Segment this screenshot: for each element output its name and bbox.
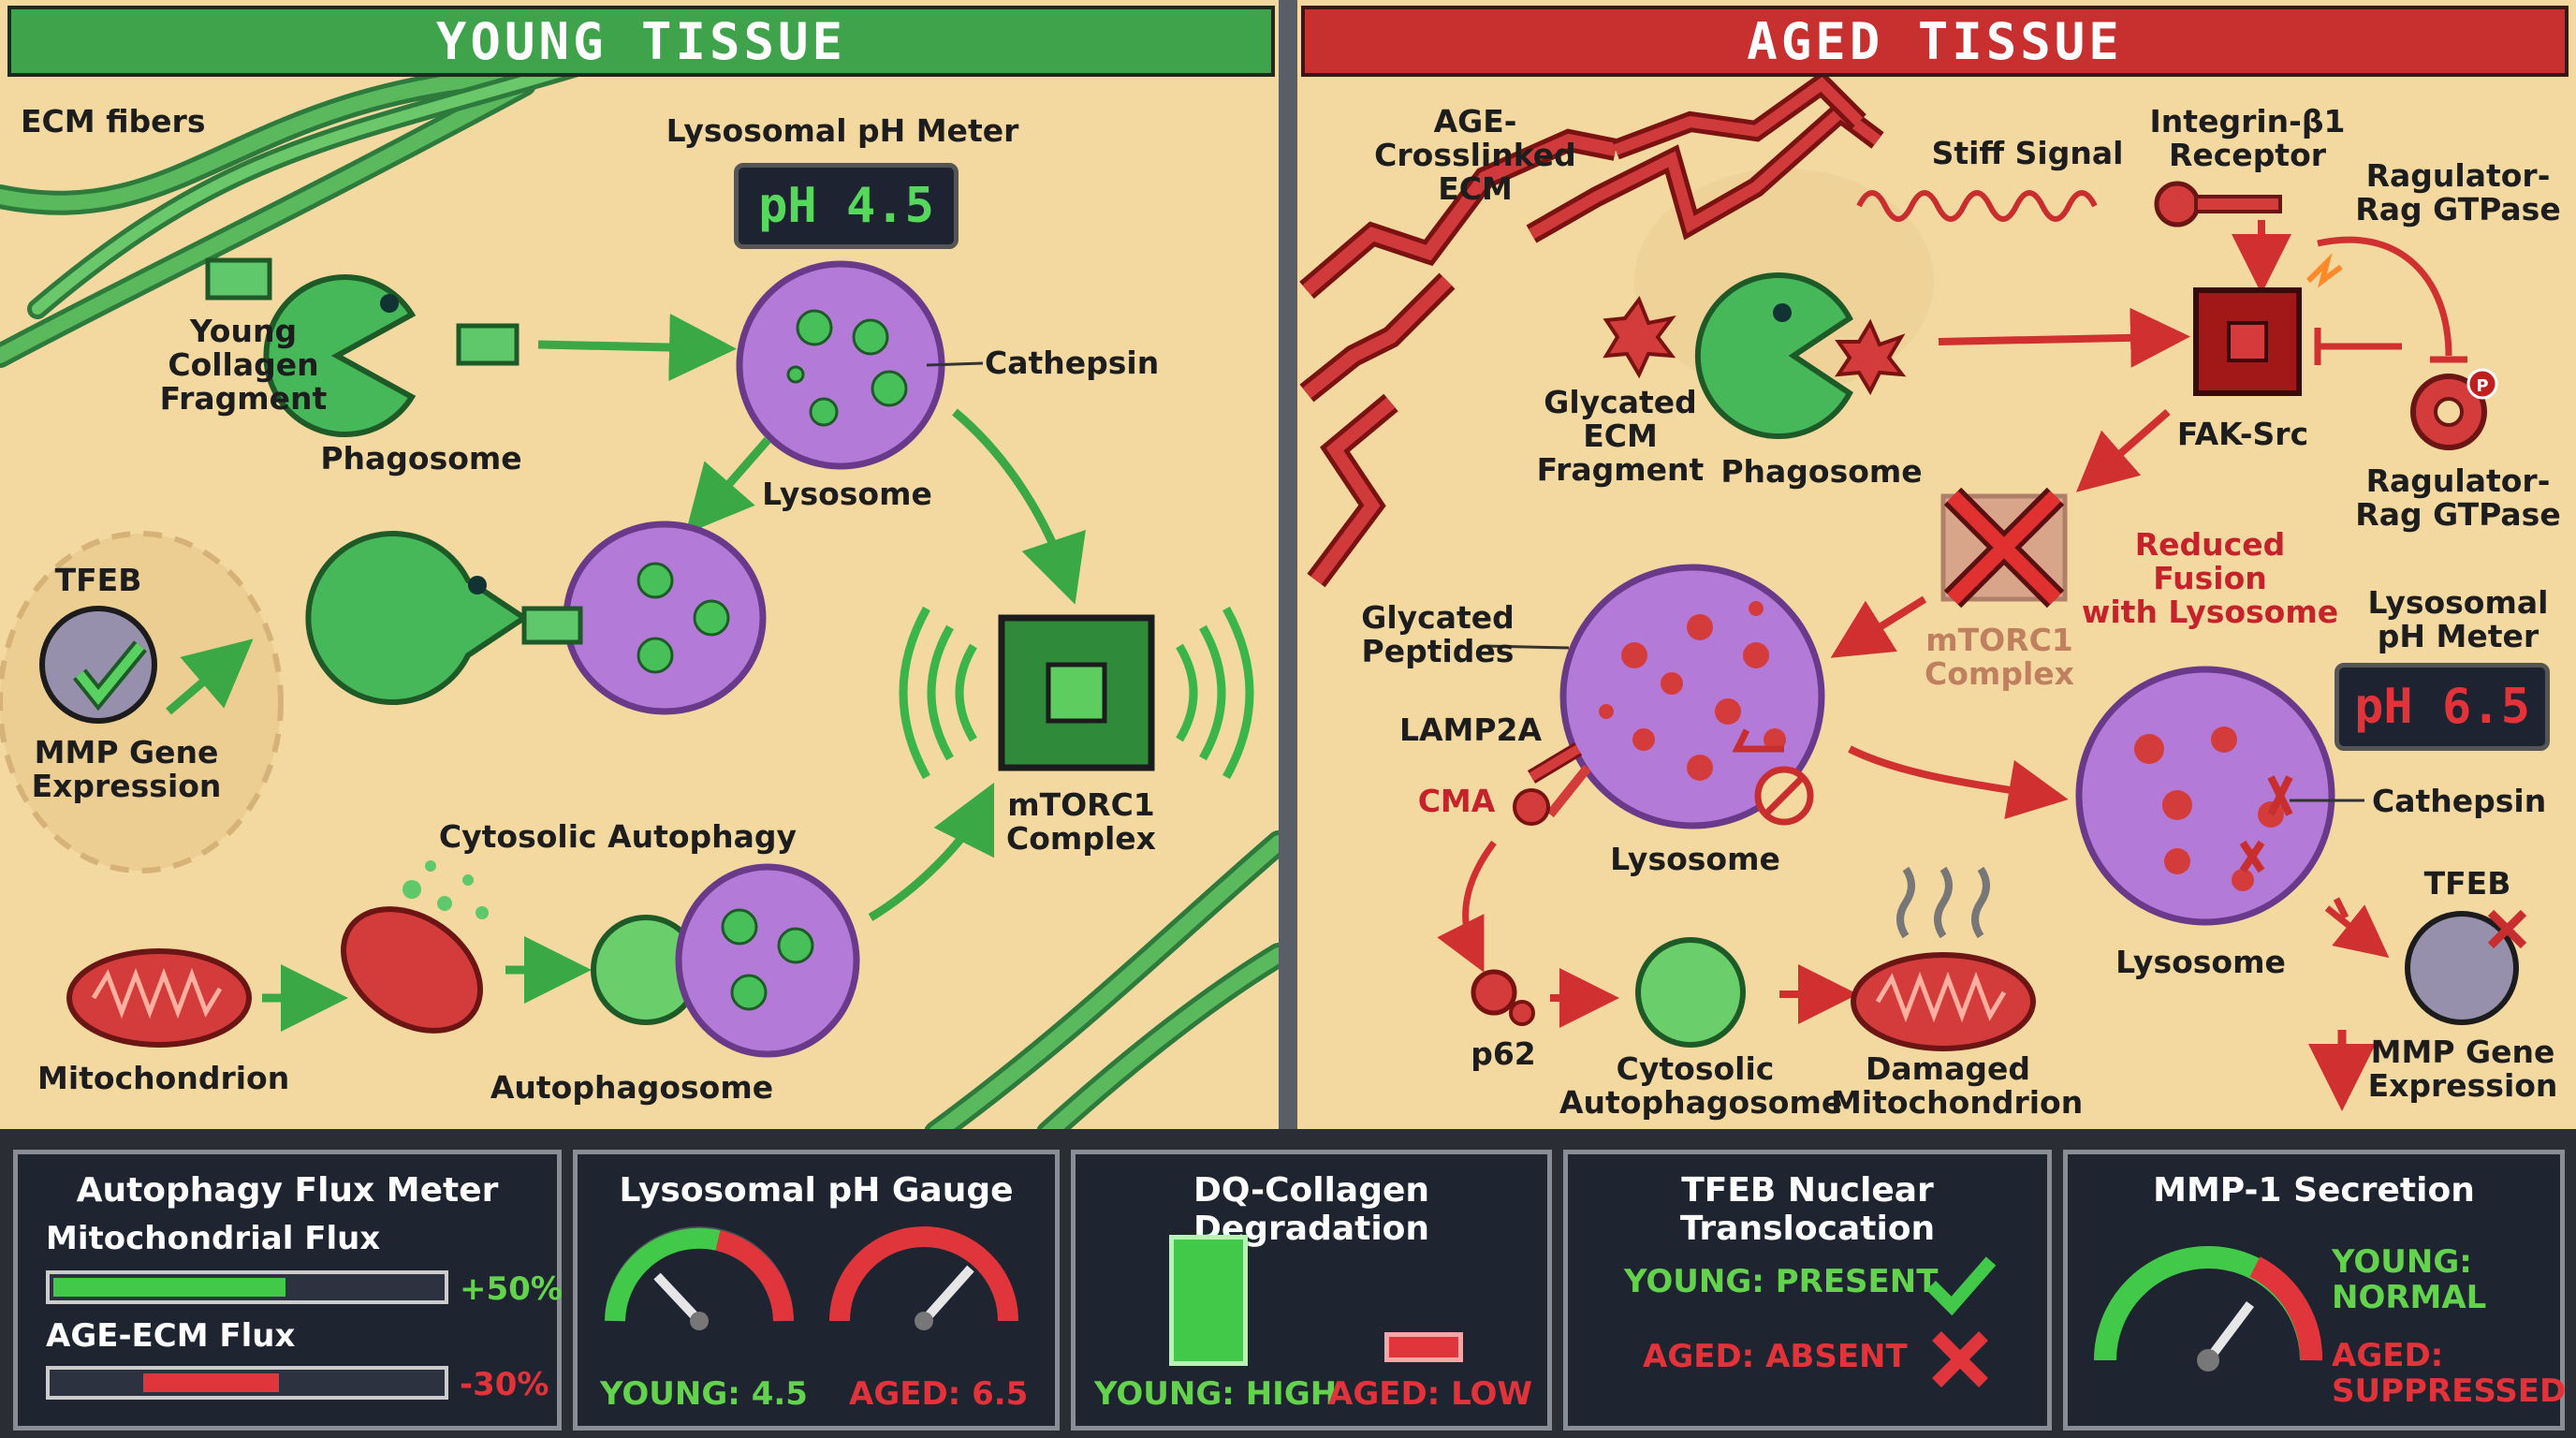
ph-meter-aged-title: Lysosomal pH Meter <box>2367 584 2549 654</box>
cma-label: CMA <box>1417 783 1496 819</box>
p62-aggregate <box>1471 969 1517 1016</box>
glycated-peptides-label: Glycated Peptides <box>1361 599 1515 669</box>
reduced-fusion-label: Reduced Fusion with Lysosome <box>2081 526 2339 630</box>
mmp-gauge-svg <box>2094 1246 2323 1372</box>
cathepsin-aged-label: Cathepsin <box>2372 783 2547 819</box>
young-banner: YOUNG TISSUE <box>7 6 1275 77</box>
young-illustration <box>0 55 1279 1129</box>
cytosolic-autophagy-label: Cytosolic Autophagy <box>438 818 798 855</box>
cytosolic-autophagosome <box>1635 937 1746 1048</box>
age-crosslinked-ecm-label: AGE-Crosslinked ECM <box>1374 103 1576 207</box>
integrin-receptor <box>2154 181 2201 227</box>
panel-divider <box>1279 0 1297 1129</box>
tfeb-young-value: YOUNG: PRESENT <box>1624 1263 1939 1300</box>
dashboard: Autophagy Flux Meter Mitochondrial Flux … <box>0 1129 2576 1438</box>
ph-aged-value: AGED: 6.5 <box>849 1375 1029 1413</box>
tfeb-young <box>39 606 157 724</box>
tfeb-title: TFEB Nuclear Translocation <box>1679 1171 1936 1248</box>
p62-label: p62 <box>1471 1035 1536 1072</box>
age-flux-fill <box>143 1373 279 1392</box>
phagosome-label: Phagosome <box>320 440 522 477</box>
cytosolic-autophagosome-label: Cytosolic Autophagosome <box>1559 1050 1843 1121</box>
fak-src-label: FAK-Src <box>2176 416 2309 452</box>
dq-title: DQ-Collagen Degradation <box>1193 1171 1430 1248</box>
card-ph-gauge: Lysosomal pH Gauge YOUNG: 4.5 AGED: 6.5 <box>573 1150 1060 1431</box>
aged-tissue-panel: P <box>1297 0 2576 1129</box>
tfeb-aged <box>2405 911 2519 1025</box>
age-ecm-fibers-group <box>1299 70 1884 588</box>
damaged-mitochondrion-label: Damaged Mitochondrion <box>1831 1050 2084 1121</box>
ecm-fibers-label: ECM fibers <box>21 103 206 139</box>
card-tfeb: TFEB Nuclear Translocation YOUNG: PRESEN… <box>1563 1150 2052 1431</box>
lysosome-aged-right-label: Lysosome <box>2115 944 2286 980</box>
young-tissue-panel: YOUNG TISSUE ECM fibers Young Collagen F… <box>0 0 1279 1129</box>
mmp-needle <box>2204 1301 2254 1363</box>
ragulator-label-top: Ragulator- Rag GTPase <box>2355 157 2561 227</box>
age-flux-bar <box>46 1366 448 1400</box>
age-flux-value: -30% <box>460 1366 549 1403</box>
ph-meter-display: pH 4.5 <box>734 163 959 249</box>
ph-young-needle <box>653 1272 703 1325</box>
cathepsin-label: Cathepsin <box>985 345 1160 381</box>
mitochondrion-label: Mitochondrion <box>37 1060 290 1096</box>
lysosome-aged-center-label: Lysosome <box>1610 841 1780 877</box>
mito-flux-label: Mitochondrial Flux <box>46 1220 381 1257</box>
ecm-fibers-group <box>0 55 1279 1129</box>
mito-flux-fill <box>53 1278 285 1297</box>
aged-banner: AGED TISSUE <box>1301 6 2569 77</box>
young-collagen-fragment-label: Young Collagen Fragment <box>159 313 328 417</box>
lysosome-young <box>736 260 945 470</box>
young-collagen-fragment <box>205 257 272 301</box>
lysosome-aged-center <box>1559 564 1825 829</box>
ph-aged-needle <box>920 1265 974 1325</box>
mmp-gene-expression-label: MMP Gene Expression <box>31 734 222 804</box>
ph-young-value: YOUNG: 4.5 <box>600 1375 808 1413</box>
phagosome-young <box>263 274 417 437</box>
autophagosome-label: Autophagosome <box>490 1069 774 1106</box>
svg-text:P: P <box>2476 376 2488 396</box>
age-flux-label: AGE-ECM Flux <box>46 1317 296 1355</box>
integrin-receptor-label: Integrin-β1 Receptor <box>2149 103 2346 173</box>
mmp-title: MMP-1 Secretion <box>2153 1171 2475 1210</box>
lysosome-aged-right <box>2075 666 2335 926</box>
ph-meter-title: Lysosomal pH Meter <box>666 112 1019 149</box>
tfeb-aged-label: TFEB <box>2423 865 2511 902</box>
dq-young-value: YOUNG: HIGH <box>1094 1375 1338 1413</box>
card-mmp1: MMP-1 Secretion YOUNG: NORMAL AGED: SUPP… <box>2063 1150 2567 1431</box>
ph-gauge-title: Lysosomal pH Gauge <box>619 1171 1014 1210</box>
ragulator-label-bottom: Ragulator- Rag GTPase <box>2355 462 2561 533</box>
tfeb-check-icon <box>1926 1256 1997 1316</box>
glycated-ecm-fragment-label: Glycated ECM Fragment <box>1536 384 1705 488</box>
lysosome-label: Lysosome <box>762 476 932 512</box>
flux-title: Autophagy Flux Meter <box>76 1171 499 1210</box>
dq-aged-bar <box>1384 1332 1463 1362</box>
mmp-young-value: YOUNG: NORMAL <box>2332 1243 2487 1316</box>
tfeb-aged-value: AGED: ABSENT <box>1643 1338 1908 1375</box>
card-autophagy-flux: Autophagy Flux Meter Mitochondrial Flux … <box>13 1150 563 1431</box>
mtorc1-complex-label: mTORC1 Complex <box>1006 786 1156 857</box>
stiff-signal-label: Stiff Signal <box>1931 135 2124 171</box>
phagosome-aged-label: Phagosome <box>1720 453 1923 490</box>
mmp-gene-aged-label: MMP Gene Expression <box>2367 1034 2558 1104</box>
mito-flux-bar <box>46 1270 448 1304</box>
dq-aged-value: AGED: LOW <box>1328 1375 1532 1413</box>
tfeb-label: TFEB <box>54 562 142 598</box>
phagosome-aged <box>1694 272 1853 439</box>
ph-gauges-svg <box>605 1226 1018 1330</box>
dq-young-bar <box>1169 1235 1248 1366</box>
glycated-ecm-fragment <box>1603 295 1676 379</box>
mtorc1-aged-label: mTORC1 Complex <box>1925 622 2074 692</box>
card-dq-collagen: DQ-Collagen Degradation YOUNG: HIGH AGED… <box>1071 1150 1552 1431</box>
damaged-mitochondrion <box>1851 952 2036 1051</box>
lamp2a-label: LAMP2A <box>1398 712 1543 748</box>
mito-flux-value: +50% <box>460 1270 563 1308</box>
ph-meter-aged-display: pH 6.5 <box>2334 663 2550 751</box>
mitochondrion-young <box>66 948 252 1048</box>
tfeb-cross-icon <box>1932 1331 1988 1387</box>
stiff-signal-wave <box>1856 190 2098 222</box>
mmp-aged-value: AGED: SUPPRESSED <box>2332 1337 2567 1410</box>
aged-illustration: P <box>1299 70 2527 1111</box>
